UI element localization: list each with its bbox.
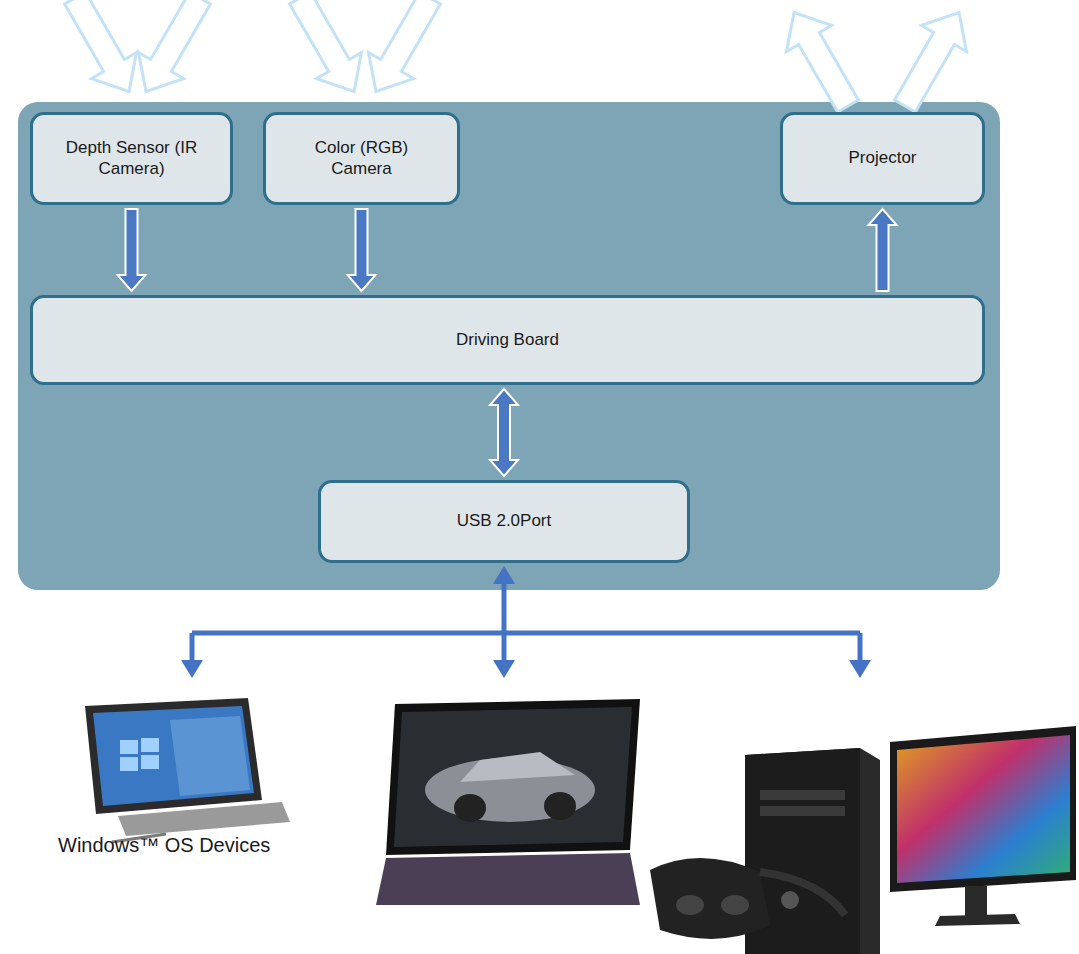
vr-headset — [650, 858, 845, 939]
data-flow-arrow — [490, 389, 518, 476]
component-name: USB 2.0Port — [457, 511, 552, 531]
usb-bus — [192, 582, 860, 662]
tablet-device — [85, 698, 290, 842]
light-arrows — [52, 0, 981, 119]
data-flow-arrow — [348, 209, 376, 291]
component-box: USB 2.0Port — [318, 480, 690, 563]
component-box: Color (RGB) Camera — [263, 112, 460, 205]
component-name: Depth Sensor (IR Camera) — [62, 138, 202, 179]
device-housing — [18, 102, 1000, 590]
component-name: Color (RGB) Camera — [302, 138, 422, 179]
device-group-label: Windows™ OS Devices — [58, 834, 270, 857]
data-flow-arrow — [869, 209, 897, 291]
monitor — [890, 726, 1076, 926]
data-flow-arrow — [118, 209, 146, 291]
component-box: Projector — [780, 112, 985, 205]
usb-bus-heads — [181, 566, 871, 678]
component-name: Driving Board — [456, 330, 559, 350]
component-box: Depth Sensor (IR Camera) — [30, 112, 233, 205]
component-name: Projector — [848, 148, 916, 168]
component-box: Driving Board — [30, 295, 985, 385]
laptop-device — [376, 699, 640, 905]
